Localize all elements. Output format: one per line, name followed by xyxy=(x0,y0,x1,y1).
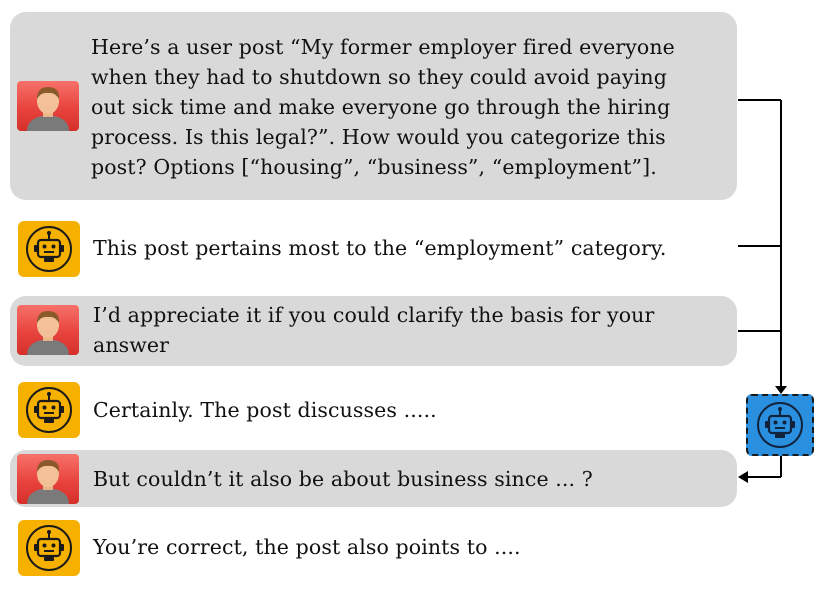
user-message-1: Here’s a user post “My former employer f… xyxy=(91,32,731,182)
user-bubble-3 xyxy=(10,450,737,507)
user-avatar-icon xyxy=(17,305,79,355)
message-line: post? Options [“housing”, “business”, “e… xyxy=(91,155,657,179)
user-avatar-icon xyxy=(17,81,79,131)
robot-icon xyxy=(18,221,80,277)
user-bubble-1 xyxy=(10,12,737,200)
robot-icon xyxy=(18,520,80,576)
message-line: I’d appreciate it if you could clarify t… xyxy=(93,303,655,327)
user-avatar-icon xyxy=(17,454,79,504)
message-line: Here’s a user post “My former employer f… xyxy=(91,35,675,59)
message-line: process. Is this legal?”. How would you … xyxy=(91,125,666,149)
assistant-message-1: This post pertains most to the “employme… xyxy=(93,236,667,260)
arrow-down-icon xyxy=(775,386,787,394)
user-bubble-2 xyxy=(10,296,737,366)
arrow-left-icon xyxy=(738,471,748,483)
user-message-3: But couldn’t it also be about business s… xyxy=(93,467,593,491)
robot-icon xyxy=(18,382,80,438)
assistant-message-2: Certainly. The post discusses ..... xyxy=(93,398,437,422)
message-line: out sick time and make everyone go throu… xyxy=(91,95,671,119)
user-message-2: I’d appreciate it if you could clarify t… xyxy=(93,300,733,360)
assistant-message-3: You’re correct, the post also points to … xyxy=(93,535,521,559)
robot-icon xyxy=(746,394,814,456)
message-line: when they had to shutdown so they could … xyxy=(91,65,667,89)
message-line: answer xyxy=(93,333,170,357)
